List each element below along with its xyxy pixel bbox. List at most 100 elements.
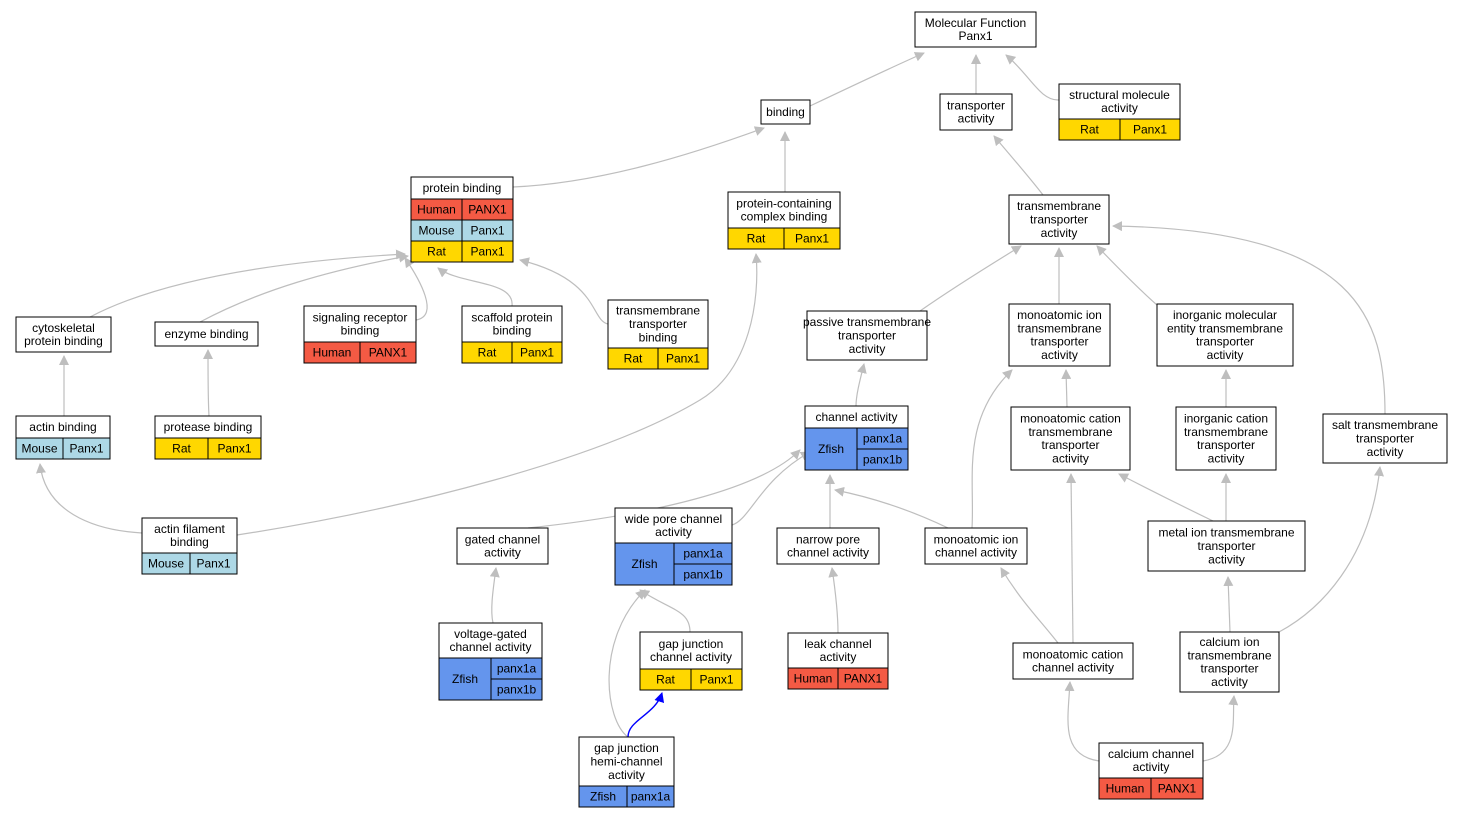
edge-monoion-ch-to-channel: [834, 486, 949, 529]
gene-cell: [837, 667, 889, 690]
term-label-line: scaffold protein: [471, 310, 552, 324]
term-box: [787, 632, 889, 669]
node-enzyme[interactable]: enzyme binding: [154, 321, 259, 347]
gene-cell: [359, 341, 417, 364]
term-label-line: structural molecule: [1069, 88, 1170, 102]
edge-metal-to-monocat-tta: [1118, 473, 1214, 522]
edge-signaling-to-protein-binding: [404, 257, 428, 321]
term-box: [727, 191, 841, 229]
term-box: [456, 527, 549, 565]
node-metal[interactable]: metal ion transmembranetransporteractivi…: [1147, 520, 1306, 572]
species-label: Rat: [747, 232, 766, 246]
gene-cell: [690, 668, 743, 691]
term-box: [1008, 194, 1110, 245]
gene-cell: [62, 437, 111, 460]
gene-cell: [511, 341, 563, 364]
node-monoion-tta[interactable]: monoatomic iontransmembranetransporterac…: [1008, 303, 1111, 367]
term-box: [154, 321, 259, 347]
term-label-line: wide pore channel: [624, 512, 722, 526]
term-label-line: activity: [1367, 445, 1404, 459]
term-box: [1175, 406, 1277, 471]
edge-calcium-ch-to-calcium-tta: [1202, 695, 1239, 762]
edge-leak-to-narrowpore: [828, 567, 839, 634]
node-inorgcat-tta[interactable]: inorganic cationtransmembranetransporter…: [1175, 406, 1277, 471]
term-label-line: Molecular Function: [925, 16, 1026, 30]
species-label: Rat: [172, 442, 191, 456]
node-binding[interactable]: binding: [760, 99, 811, 125]
term-label-line: transmembrane: [1017, 321, 1101, 335]
edge-enzyme-to-protein-binding: [199, 252, 409, 323]
term-label-line: channel activity: [650, 650, 732, 664]
edge-structural-to-mf: [1005, 54, 1060, 101]
gene-cell: [461, 240, 514, 263]
gene-label: PANX1: [468, 203, 507, 217]
node-calcium-tta[interactable]: calcium iontransmembranetransporteractiv…: [1179, 631, 1280, 693]
edge-monocat-ch-to-monoion-ch: [1000, 567, 1059, 644]
term-box: [776, 527, 880, 565]
gene-label: Panx1: [666, 352, 700, 366]
term-label-line: protein binding: [423, 181, 502, 195]
node-widepore[interactable]: wide pore channelactivityZfishpanx1apanx…: [614, 507, 733, 586]
species-label: Rat: [656, 673, 675, 687]
term-label-line: transporter: [1030, 213, 1088, 227]
gene-label: panx1b: [683, 568, 723, 582]
edge-actin-fil-to-actin: [36, 463, 143, 534]
term-box: [1012, 642, 1134, 680]
term-label-line: leak channel: [804, 637, 871, 651]
gene-cell: [783, 227, 841, 250]
term-label-line: inorganic cation: [1184, 411, 1268, 425]
term-label-line: activity: [1208, 452, 1245, 466]
gene-label: PANX1: [369, 346, 408, 360]
gene-cell: [1119, 118, 1181, 141]
term-label-line: binding: [341, 324, 380, 338]
gene-cell: [673, 563, 733, 586]
term-label-line: monoatomic cation: [1020, 411, 1121, 425]
term-label-line: signaling receptor: [313, 310, 408, 324]
term-box: [1179, 631, 1280, 693]
gene-label: Panx1: [699, 673, 733, 687]
term-label-line: activity: [1101, 101, 1138, 115]
gene-cell: [207, 437, 262, 460]
term-label-line: transmembrane: [1187, 648, 1271, 662]
term-label-line: activity: [1041, 348, 1078, 362]
term-box: [1008, 303, 1111, 367]
term-label-line: salt transmembrane: [1332, 418, 1438, 432]
edge-voltage-to-gated: [489, 567, 500, 624]
edge-gapjunc-to-widepore: [639, 589, 691, 633]
species-label: Zfish: [818, 442, 844, 456]
gene-label: Panx1: [196, 557, 230, 571]
gene-cell: [657, 347, 709, 370]
node-monocat-tta[interactable]: monoatomic cationtransmembranetransporte…: [1010, 406, 1131, 471]
gene-label: Panx1: [217, 442, 251, 456]
term-label-line: transmembrane: [1184, 425, 1268, 439]
edge-monoion-ch-to-monoion-tta: [971, 369, 1013, 529]
